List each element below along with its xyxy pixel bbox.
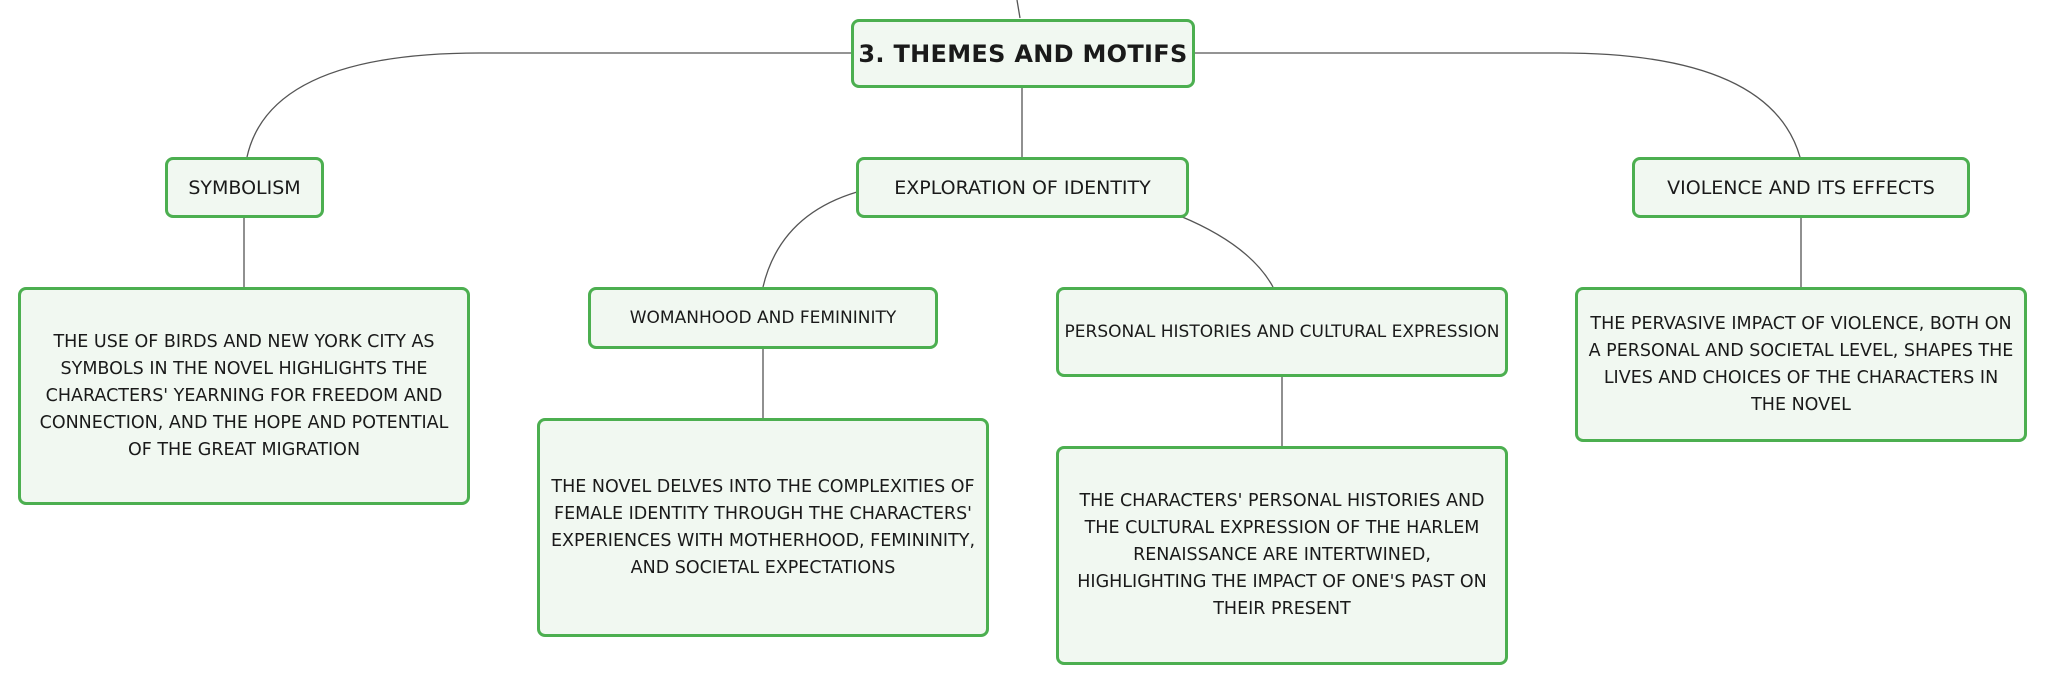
- subtopic-label-womanhood-and-femininity: Womanhood and Femininity: [629, 308, 897, 328]
- branch-label-exploration-of-identity: Exploration of Identity: [894, 176, 1151, 199]
- details-node-violence-and-its-effects[interactable]: The pervasive impact of violence, both o…: [1575, 287, 2027, 442]
- root-topic-node[interactable]: 3. Themes and Motifs: [851, 19, 1195, 88]
- branch-node-exploration-of-identity[interactable]: Exploration of Identity: [856, 157, 1189, 218]
- branch-node-violence-and-its-effects[interactable]: Violence and Its Effects: [1632, 157, 1970, 218]
- connector-identity-to-womanhood: [762, 191, 858, 288]
- subtopic-label-personal-histories: Personal Histories and Cultural Expressi…: [1064, 322, 1500, 342]
- subtopic-node-personal-histories[interactable]: Personal Histories and Cultural Expressi…: [1056, 287, 1508, 377]
- details-node-symbolism[interactable]: The use of birds and New York City as sy…: [18, 287, 470, 505]
- details-text-symbolism: The use of birds and New York City as sy…: [39, 331, 449, 460]
- details-text-violence-and-its-effects: The pervasive impact of violence, both o…: [1588, 313, 2014, 415]
- details-node-personal-histories[interactable]: The characters' personal histories and t…: [1056, 446, 1508, 665]
- details-node-womanhood-and-femininity[interactable]: The novel delves into the complexities o…: [537, 418, 989, 637]
- branch-label-violence-and-its-effects: Violence and Its Effects: [1667, 176, 1935, 199]
- details-text-womanhood-and-femininity: The novel delves into the complexities o…: [550, 476, 976, 578]
- details-text-personal-histories: The characters' personal histories and t…: [1077, 491, 1487, 619]
- branch-node-symbolism[interactable]: Symbolism: [165, 157, 324, 218]
- subtopic-node-womanhood-and-femininity[interactable]: Womanhood and Femininity: [588, 287, 938, 349]
- connector-parent-stub: [1016, 0, 1021, 19]
- connector-root-to-symbolism: [246, 52, 852, 158]
- root-topic-label: 3. Themes and Motifs: [858, 39, 1188, 68]
- connector-root-to-violence: [1194, 52, 1801, 158]
- branch-label-symbolism: Symbolism: [188, 176, 301, 199]
- connector-identity-to-personal: [1179, 215, 1274, 288]
